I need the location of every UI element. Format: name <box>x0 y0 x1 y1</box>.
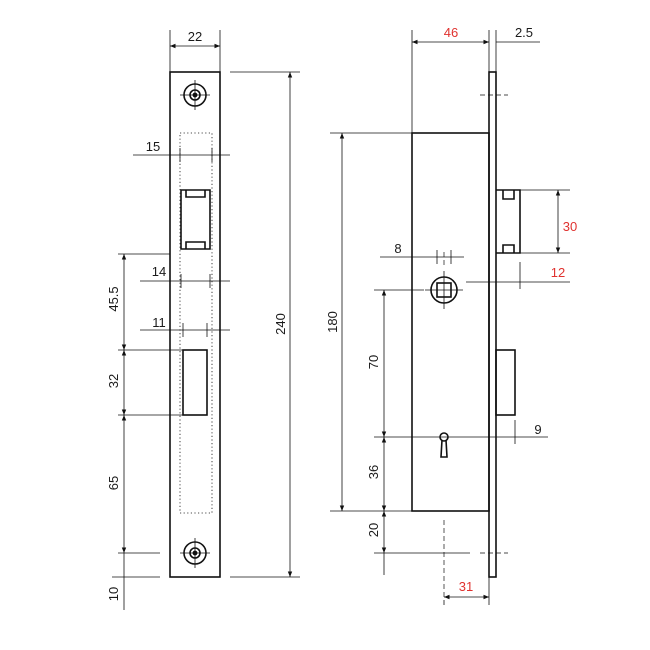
latch-opening <box>180 189 211 250</box>
follower <box>425 271 463 309</box>
deadbolt-opening <box>182 349 208 416</box>
dim-31: 31 <box>459 579 473 594</box>
front-view: 22 240 15 14 11 45.5 32 65 10 <box>106 29 300 610</box>
dim-45-5: 45.5 <box>106 286 121 311</box>
top-screw-hole <box>180 80 210 110</box>
dim-8: 8 <box>394 241 401 256</box>
dim-15: 15 <box>146 139 160 154</box>
side-view: 46 2.5 180 8 30 12 70 36 20 <box>325 25 577 605</box>
dim-36: 36 <box>366 465 381 479</box>
dim-10: 10 <box>106 587 121 601</box>
faceplate-edge <box>488 71 497 578</box>
lock-case <box>411 132 490 512</box>
latch-bolt <box>496 189 521 254</box>
dim-30: 30 <box>563 219 577 234</box>
dim-2-5: 2.5 <box>515 25 533 40</box>
dim-70: 70 <box>366 355 381 369</box>
dim-width-22: 22 <box>188 29 202 44</box>
dim-11: 11 <box>152 315 166 330</box>
dim-20: 20 <box>366 523 381 537</box>
keyhole <box>432 432 456 458</box>
dim-180: 180 <box>325 311 340 333</box>
hidden-body-outline <box>179 132 213 514</box>
faceplate-outline <box>169 71 221 578</box>
bottom-screw-hole <box>180 538 210 568</box>
dim-14: 14 <box>152 264 166 279</box>
dim-12: 12 <box>551 265 565 280</box>
dim-65: 65 <box>106 476 121 490</box>
dim-32: 32 <box>106 374 121 388</box>
deadbolt <box>495 349 516 416</box>
dim-height-240: 240 <box>273 313 288 335</box>
dim-46: 46 <box>444 25 458 40</box>
dim-9: 9 <box>534 422 541 437</box>
